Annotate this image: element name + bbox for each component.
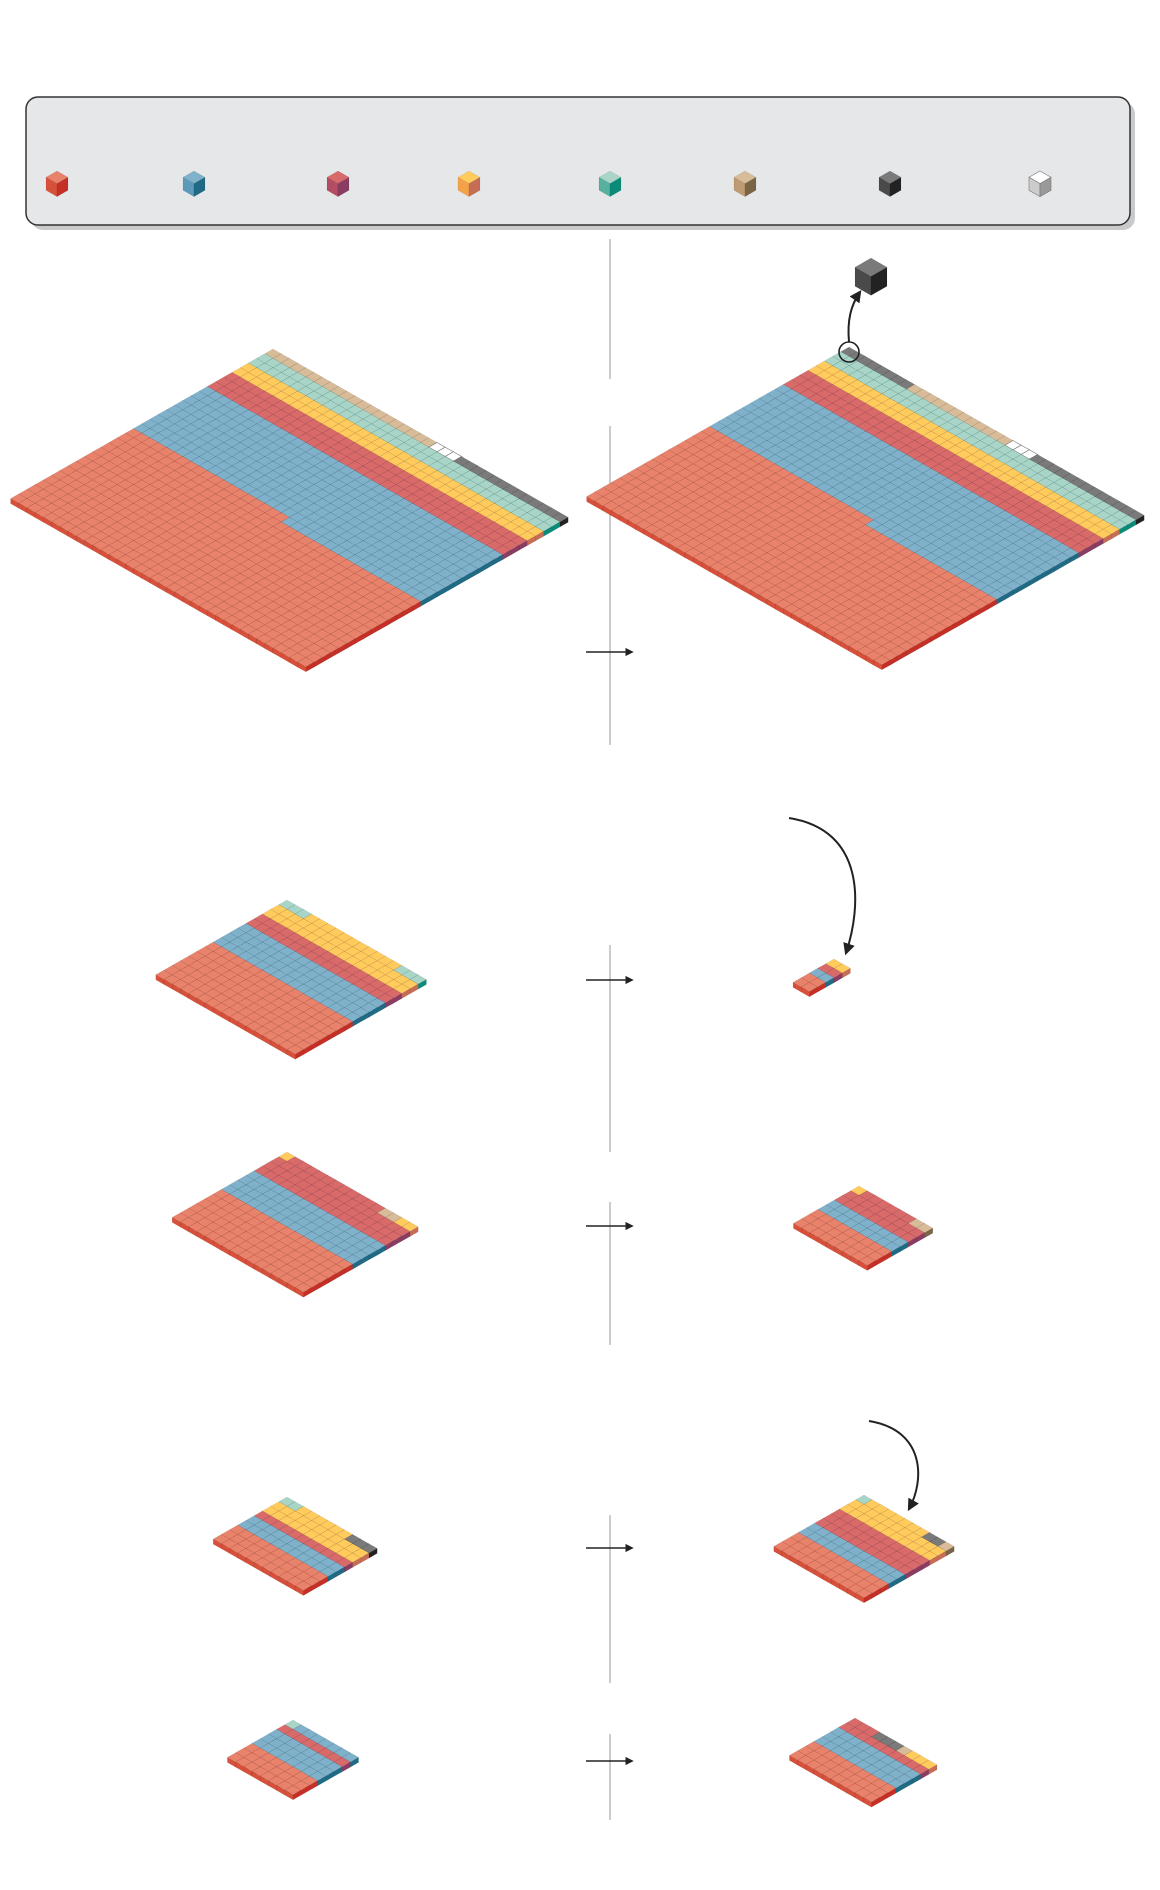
slab-row4-right <box>773 1494 955 1604</box>
slab-row4-left <box>212 1496 378 1596</box>
legend-cube-red <box>45 170 69 197</box>
legend-cube-mauve <box>326 170 350 197</box>
legend-cube-yellow <box>457 170 481 197</box>
transition-arrows <box>586 647 634 1766</box>
slab-top-right <box>586 346 1145 671</box>
legend-cube-white <box>1028 170 1052 198</box>
curved-arrow-row4 <box>868 1420 920 1512</box>
slab-row2-right <box>792 958 851 998</box>
legend-cube-blue <box>182 170 206 197</box>
extracted-cube <box>854 257 888 296</box>
slab-row2-left <box>155 899 427 1060</box>
slab-row3-left <box>171 1151 419 1298</box>
slab-row3-right <box>792 1185 934 1271</box>
curved-arrow-row2 <box>788 817 857 956</box>
slab-row5-left <box>226 1719 360 1801</box>
extracted-cube-icon <box>854 257 888 296</box>
curved-arrow-up <box>847 290 862 343</box>
legend-cube-teal <box>598 170 622 197</box>
slab-top-left <box>10 348 569 673</box>
legend-cube-dark <box>878 170 902 197</box>
slab-row5-right <box>788 1717 938 1808</box>
legend-cube-tan <box>733 170 757 197</box>
legend-panel <box>25 96 1135 230</box>
